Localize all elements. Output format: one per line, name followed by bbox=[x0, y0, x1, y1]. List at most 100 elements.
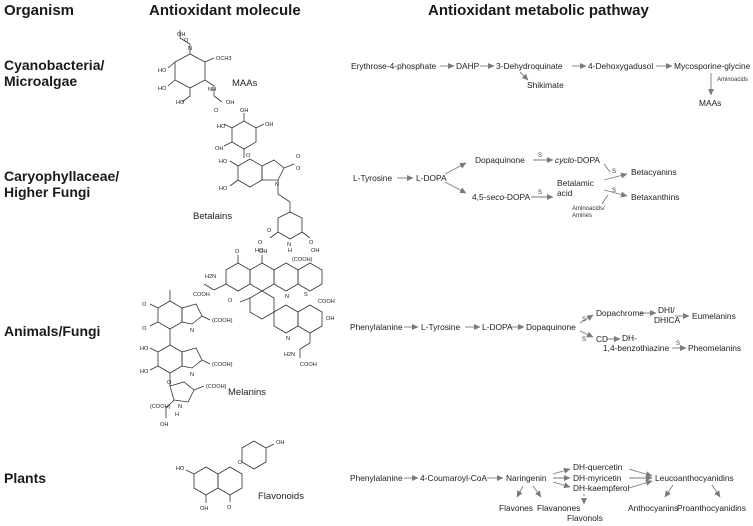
maa-atom: O bbox=[214, 108, 219, 114]
note-s: S bbox=[582, 317, 586, 323]
node-benzothiazine: 1,4-benzothiazine bbox=[603, 343, 669, 353]
maa-atom: HO bbox=[158, 68, 167, 74]
melanin-atom: H2N bbox=[205, 274, 216, 280]
note-s: S bbox=[612, 188, 616, 194]
organism-label: Plants bbox=[4, 470, 46, 486]
maa-atom: HO bbox=[158, 86, 167, 92]
note-aminoacids-amines: Aminoacids/ bbox=[572, 206, 605, 212]
node-4-dehoxygadusol: 4-Dehoxygadusol bbox=[588, 61, 653, 71]
node-maas: MAAs bbox=[699, 98, 721, 108]
melanin-atom: (COOH) bbox=[150, 404, 171, 410]
melanin-atom: H2N bbox=[284, 352, 295, 358]
betalain-atom: OH bbox=[311, 248, 319, 254]
maa-structure: OH N O HO HO HO OCH3 NH OH O bbox=[158, 30, 234, 114]
melanin-atom: HO bbox=[140, 346, 149, 352]
melanin-atom: (COOH) bbox=[212, 318, 233, 324]
betalain-structure: HO OH OH OH O O HO HO N O O HO N OH O O … bbox=[215, 108, 319, 254]
molecule-label-flavonoids: Flavonoids bbox=[258, 491, 304, 502]
maa-atom: OH bbox=[226, 100, 234, 106]
betalain-atom: HO bbox=[219, 186, 228, 192]
melanin-atom: (COOH) bbox=[212, 362, 233, 368]
maa-atom: NH bbox=[208, 87, 216, 93]
maa-atom: OCH3 bbox=[216, 56, 232, 62]
melanin-atom: (COOH) bbox=[206, 384, 227, 390]
melanin-atom: HO bbox=[140, 369, 149, 375]
note-s: S bbox=[582, 337, 586, 343]
header-pathway: Antioxidant metabolic pathway bbox=[428, 2, 650, 19]
node-mycosporine-glycine: Mycosporine-glycine bbox=[674, 61, 751, 71]
betalain-atom: OH bbox=[215, 146, 223, 152]
melanin-atom: S bbox=[304, 292, 308, 298]
node-l-tyrosine: L-Tyrosine bbox=[421, 322, 460, 332]
node-proanthocyanidins: Proanthocyanidins bbox=[677, 503, 746, 513]
note-s: S bbox=[676, 341, 680, 347]
melanin-atom: N bbox=[178, 404, 182, 410]
melanin-atom: OH bbox=[259, 249, 267, 255]
melanin-atom: O bbox=[228, 298, 233, 304]
row-cyanobacteria: Cyanobacteria/ Microalgae OH N O HO HO H… bbox=[4, 30, 751, 114]
organism-label-line2: Higher Fungi bbox=[4, 184, 90, 200]
organism-label-line2: Microalgae bbox=[4, 73, 77, 89]
organism-label-line1: Caryophyllaceae/ bbox=[4, 168, 119, 184]
node-3-dehydroquinate: 3-Dehydroquinate bbox=[496, 61, 563, 71]
betalain-atom: N bbox=[287, 242, 291, 248]
melanin-atom: O bbox=[167, 380, 172, 386]
node-erythrose-4-phosphate: Erythrose-4-phosphate bbox=[351, 61, 437, 71]
node-betacyanins: Betacyanins bbox=[631, 167, 677, 177]
flavonoid-structure: HO OH O OH O bbox=[176, 440, 284, 512]
organism-label: Animals/Fungi bbox=[4, 323, 100, 339]
node-dhi: DHI/ bbox=[658, 305, 675, 315]
node-l-dopa: L-DOPA bbox=[416, 173, 447, 183]
node-phenylalanine: Phenylalanine bbox=[350, 473, 403, 483]
betalain-atom: O bbox=[246, 153, 251, 159]
melanin-atom: H bbox=[175, 412, 179, 418]
melanin-structure-right: O OH O H2N COOH N S N H2N COOH OH (COOH)… bbox=[193, 249, 335, 368]
header-organism: Organism bbox=[4, 2, 74, 19]
betalain-atom: O bbox=[258, 240, 263, 246]
node-l-tyrosine: L-Tyrosine bbox=[353, 173, 392, 183]
node-betaxanthins: Betaxanthins bbox=[631, 192, 679, 202]
melanin-atom: OH bbox=[326, 316, 334, 322]
note-aminoacids: Aminoacids bbox=[717, 77, 748, 83]
betalain-atom: N bbox=[275, 182, 279, 188]
note-s: S bbox=[538, 153, 542, 159]
node-eumelanins: Eumelanins bbox=[692, 311, 736, 321]
melanin-atom: N bbox=[286, 336, 290, 342]
betalain-atom: H bbox=[288, 248, 292, 254]
melanin-atom: (COOH) bbox=[292, 257, 313, 263]
maa-atom: N bbox=[188, 46, 192, 52]
molecule-label-melanins: Melanins bbox=[228, 387, 266, 398]
node-dh-kaempferol: DH-kaempferol bbox=[573, 483, 629, 493]
melanin-atom: O bbox=[142, 302, 147, 308]
organism-label-line1: Cyanobacteria/ bbox=[4, 57, 104, 73]
note-amines: Amines bbox=[572, 213, 592, 219]
melanin-atom: N bbox=[190, 328, 194, 334]
betalain-atom: OH bbox=[240, 108, 248, 114]
betalain-atom: HO bbox=[255, 248, 264, 254]
node-leucoanthocyanidins: Leucoanthocyanidins bbox=[655, 473, 734, 483]
node-flavanones: Flavanones bbox=[537, 503, 580, 513]
melanin-atom: OH bbox=[160, 422, 168, 428]
betalain-atom: HO bbox=[217, 124, 226, 130]
flavonoid-atom: OH bbox=[276, 440, 284, 446]
flavonoid-atom: O bbox=[227, 505, 232, 511]
node-dh: DH- bbox=[622, 333, 637, 343]
node-4-5-seco-dopa: 4,5-seco-DOPA bbox=[472, 192, 530, 202]
node-dopaquinone: Dopaquinone bbox=[526, 322, 576, 332]
maa-atom: HO bbox=[176, 100, 185, 106]
flavonoid-atom: HO bbox=[176, 466, 185, 472]
node-naringenin: Naringenin bbox=[506, 473, 547, 483]
node-betalamic-acid-line2: acid bbox=[557, 188, 573, 198]
melanin-atom: COOH bbox=[193, 292, 210, 298]
node-dhica: DHICA bbox=[654, 315, 680, 325]
node-betalamic-acid-line1: Betalamic bbox=[557, 178, 594, 188]
note-s: S bbox=[538, 190, 542, 196]
node-anthocyanins: Anthocyanins bbox=[628, 503, 678, 513]
melanin-atom: COOH bbox=[300, 362, 317, 368]
molecule-label-betalains: Betalains bbox=[193, 211, 232, 222]
node-shikimate: Shikimate bbox=[527, 80, 564, 90]
flavonoid-atom: OH bbox=[200, 506, 208, 512]
betalain-atom: O bbox=[296, 154, 301, 160]
betalain-atom: O bbox=[296, 166, 301, 172]
